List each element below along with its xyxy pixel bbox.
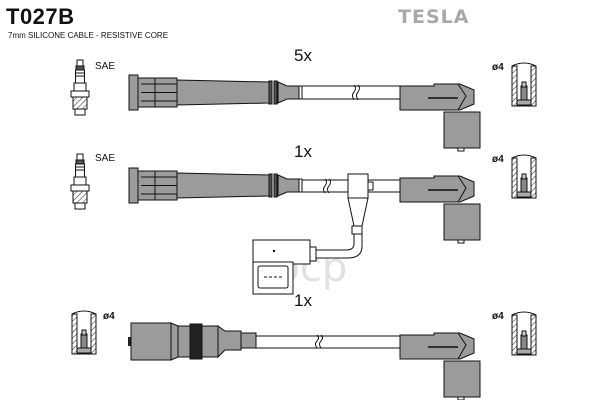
lead-2-quantity: 1x [294, 142, 312, 161]
cable-spec-subtitle: 7mm SILICONE CABLE - RESISTIVE CORE [8, 31, 169, 40]
part-code-title: T027B [6, 4, 75, 29]
lead-3-right-terminal-label: ø4 [492, 311, 504, 322]
plug-boot-straight [128, 167, 303, 204]
lead-1-quantity: 5x [294, 46, 312, 65]
sensor-junction [347, 173, 369, 199]
lead-1-left-terminal-label: SAE [95, 61, 116, 72]
sensor-connector [252, 239, 311, 265]
lead-2-right-terminal-label: ø4 [492, 154, 504, 165]
lead-3-quantity: 1x [294, 291, 312, 310]
coil-socket-icon [511, 154, 537, 199]
coil-socket-icon [71, 310, 97, 355]
coil-boot-angled [399, 175, 481, 244]
lead-3-left-terminal-label: ø4 [103, 311, 115, 322]
lead-1-right-terminal-label: ø4 [492, 62, 504, 73]
lead-2 [70, 153, 537, 295]
spark-plug-icon [70, 59, 90, 116]
coil-boot-straight [130, 322, 172, 361]
lead-3 [71, 310, 537, 400]
spark-plug-icon [70, 153, 90, 210]
cable-break-mark [352, 84, 356, 101]
plug-boot-straight [128, 74, 303, 111]
lead-1 [70, 59, 537, 152]
coil-boot-angled [399, 332, 481, 400]
lead-2-left-terminal-label: SAE [95, 153, 116, 164]
brand-logo: TESLA [398, 6, 470, 28]
coil-boot-angled [399, 83, 481, 152]
coil-socket-icon [511, 62, 537, 107]
sensor-cable [316, 234, 355, 251]
coil-socket-icon [511, 311, 537, 356]
